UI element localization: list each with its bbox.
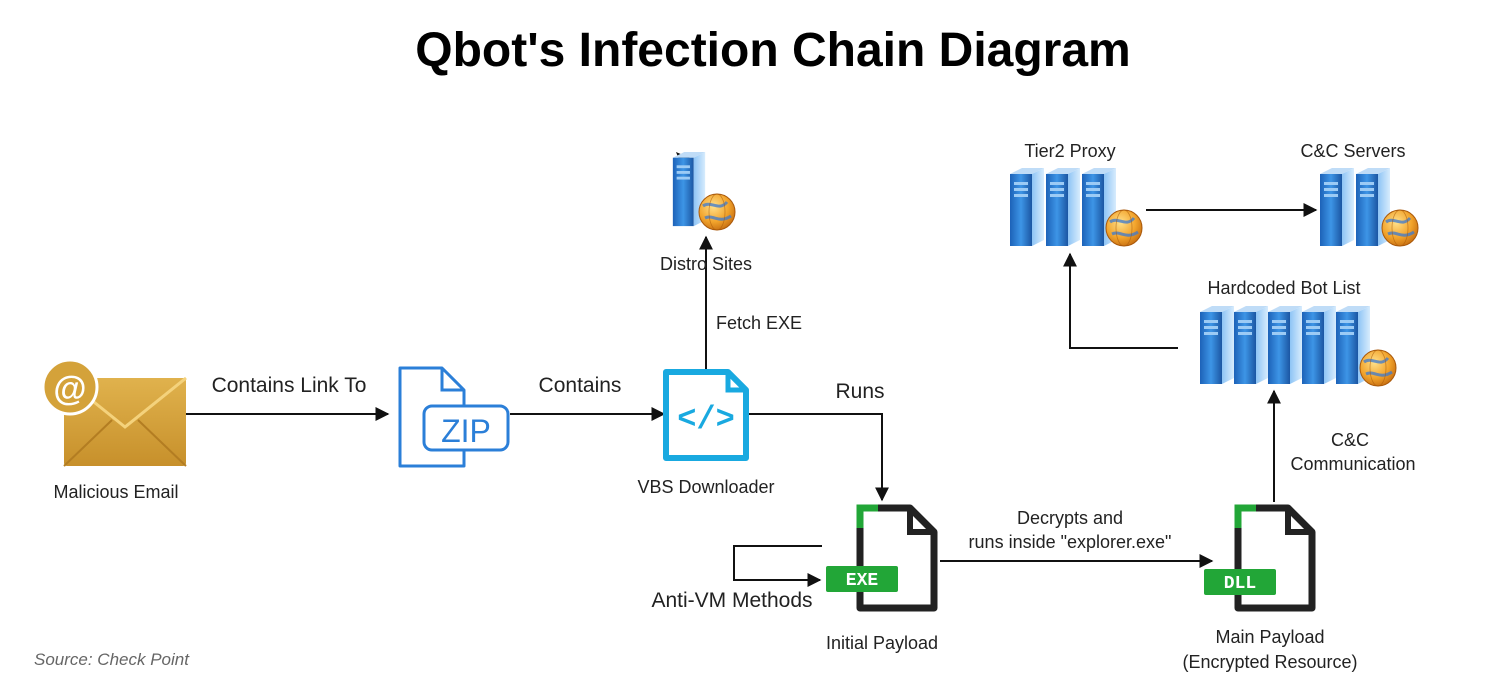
- zip-file-icon: ZIP: [398, 366, 510, 468]
- bot-list-server-icon: [1200, 306, 1398, 388]
- cnc-servers-label: C&C Servers: [1300, 141, 1405, 161]
- svg-text:</>: </>: [677, 401, 735, 438]
- edges: [186, 203, 1318, 587]
- svg-text:@: @: [53, 370, 86, 408]
- edge-exe-self-loop: [733, 545, 822, 587]
- edge-label-contains: Contains: [539, 374, 622, 397]
- email-icon: @: [41, 358, 187, 467]
- email-label: Malicious Email: [53, 482, 178, 502]
- vbs-script-icon: </>: [663, 369, 749, 461]
- dll-file-icon: DLL: [1204, 504, 1316, 612]
- edge-botlist-tier2: [1063, 252, 1178, 349]
- zip-badge-text: ZIP: [441, 413, 491, 449]
- dll-label-line1: Main Payload: [1215, 627, 1324, 647]
- edge-label-fetch-exe: Fetch EXE: [716, 313, 802, 333]
- dll-badge-text: DLL: [1224, 574, 1256, 594]
- edge-vbs-exe: [746, 413, 889, 502]
- diagram-title: Qbot's Infection Chain Diagram: [415, 24, 1130, 77]
- vbs-label: VBS Downloader: [637, 477, 774, 497]
- bot-list-label: Hardcoded Bot List: [1207, 278, 1360, 298]
- source-credit: Source: Check Point: [34, 650, 190, 669]
- edge-label-decrypts-line1: Decrypts and: [1017, 508, 1123, 528]
- edge-label-decrypts-line2: runs inside "explorer.exe": [969, 532, 1172, 552]
- edge-label-contains-link-to: Contains Link To: [212, 374, 367, 397]
- dll-label-line2: (Encrypted Resource): [1182, 652, 1357, 672]
- exe-label: Initial Payload: [826, 633, 938, 653]
- edge-label-runs: Runs: [835, 380, 884, 403]
- edge-label-cnc-line2: Communication: [1290, 454, 1415, 474]
- edge-label-anti-vm: Anti-VM Methods: [651, 589, 812, 612]
- exe-badge-text: EXE: [846, 571, 879, 591]
- distro-sites-server-icon: [672, 152, 737, 232]
- tier2-proxy-server-icon: [1010, 168, 1144, 248]
- tier2-proxy-label: Tier2 Proxy: [1024, 141, 1115, 161]
- exe-file-icon: EXE: [826, 504, 938, 612]
- distro-sites-label: Distro Sites: [660, 254, 752, 274]
- cnc-servers-icon: [1320, 168, 1420, 248]
- edge-label-cnc-line1: C&C: [1331, 430, 1369, 450]
